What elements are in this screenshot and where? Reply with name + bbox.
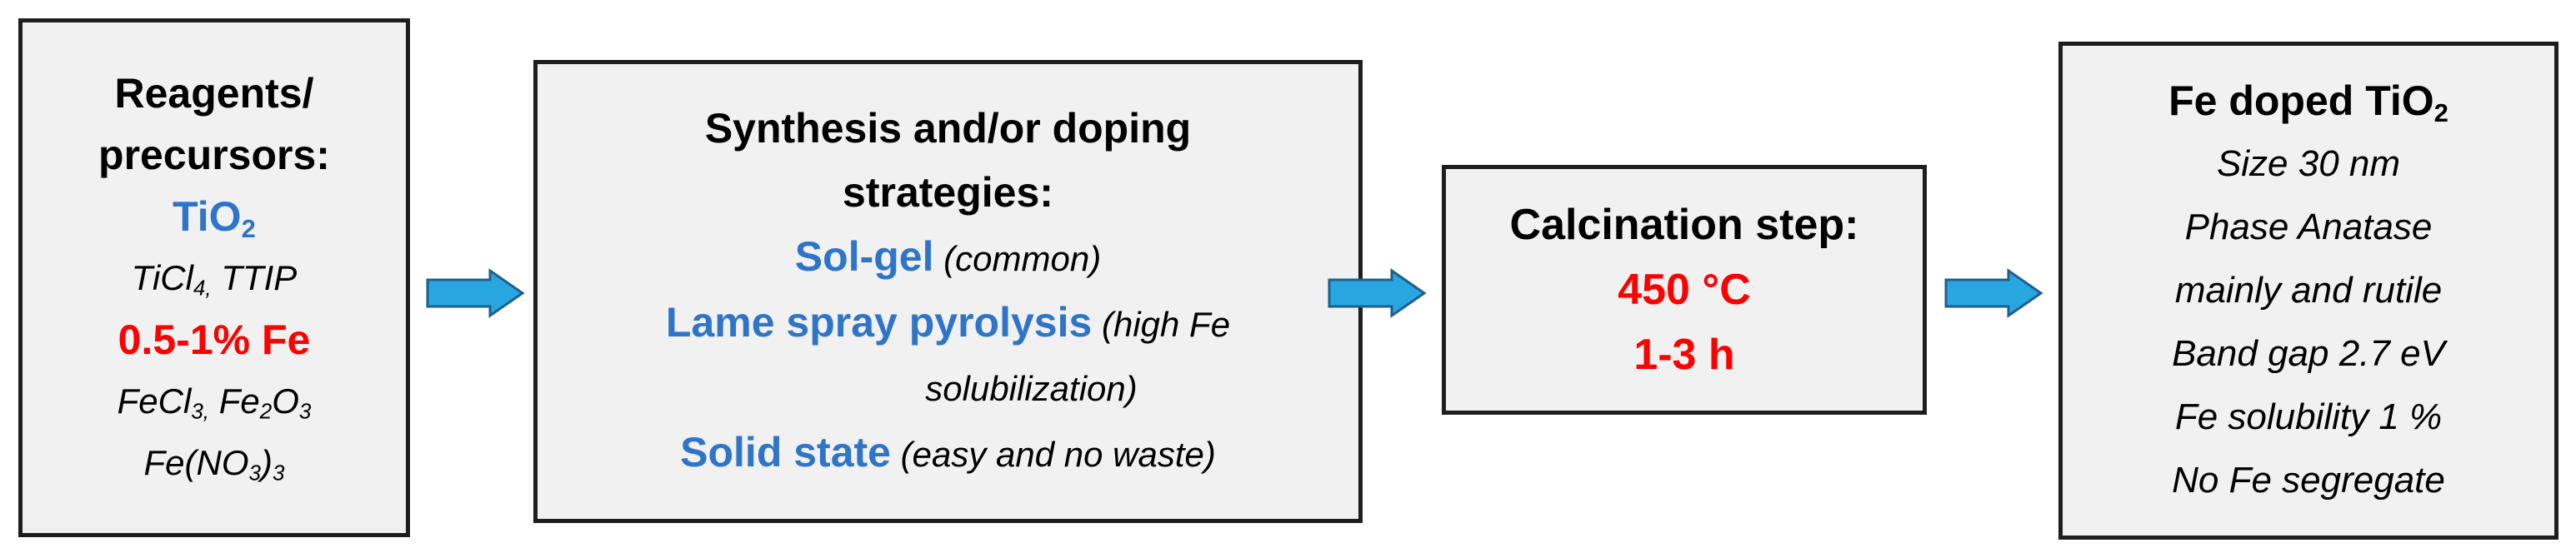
ti-precursors: TiCl4, TTIP <box>131 257 298 300</box>
product-title: Fe doped TiO2 <box>2168 77 2448 127</box>
reagents-title-line1: Reagents/ <box>114 69 314 117</box>
arrow-right-icon <box>1328 268 1427 318</box>
product-fe-solubility: Fe solubility 1 % <box>2174 396 2443 437</box>
method-solid-state: Solid state (easy and no waste) <box>680 429 1216 476</box>
calcination-time: 1-3 h <box>1633 331 1735 379</box>
fe-precursors-line1: FeCl3, Fe2O3 <box>117 381 312 423</box>
method-spray-pyrolysis-note: solubilization) <box>925 369 1138 408</box>
fe-precursors-line2: Fe(NO3)3 <box>143 442 285 485</box>
method-sol-gel: Sol-gel (common) <box>794 233 1102 280</box>
product-phase-detail: mainly and rutile <box>2174 270 2443 311</box>
product-band-gap: Band gap 2.7 eV <box>2172 333 2445 374</box>
calcination-box: Calcination step: 450 °C 1-3 h <box>1442 165 1927 415</box>
method-spray-pyrolysis: Lame spray pyrolysis (high Fe <box>665 299 1231 346</box>
reagents-box: Reagents/ precursors: TiO2 TiCl4, TTIP 0… <box>18 18 410 537</box>
reagents-title-line2: precursors: <box>98 131 330 178</box>
synthesis-box: Synthesis and/or doping strategies: Sol-… <box>533 60 1363 523</box>
product-phase: Phase Anatase <box>2184 207 2433 247</box>
product-fe-segregate: No Fe segregate <box>2172 460 2445 501</box>
tio2-label: TiO2 <box>173 192 256 243</box>
calcination-temperature: 450 °C <box>1618 266 1751 314</box>
arrow-right-icon <box>426 268 525 318</box>
synthesis-title-line2: strategies: <box>843 169 1053 216</box>
synthesis-title-line1: Synthesis and/or doping <box>704 105 1192 152</box>
arrow-right-icon <box>1944 268 2043 318</box>
product-box: Fe doped TiO2 Size 30 nm Phase Anatase m… <box>2058 42 2558 540</box>
fe-amount: 0.5-1% Fe <box>118 316 311 363</box>
product-size: Size 30 nm <box>2216 143 2401 184</box>
calcination-title: Calcination step: <box>1509 201 1859 249</box>
